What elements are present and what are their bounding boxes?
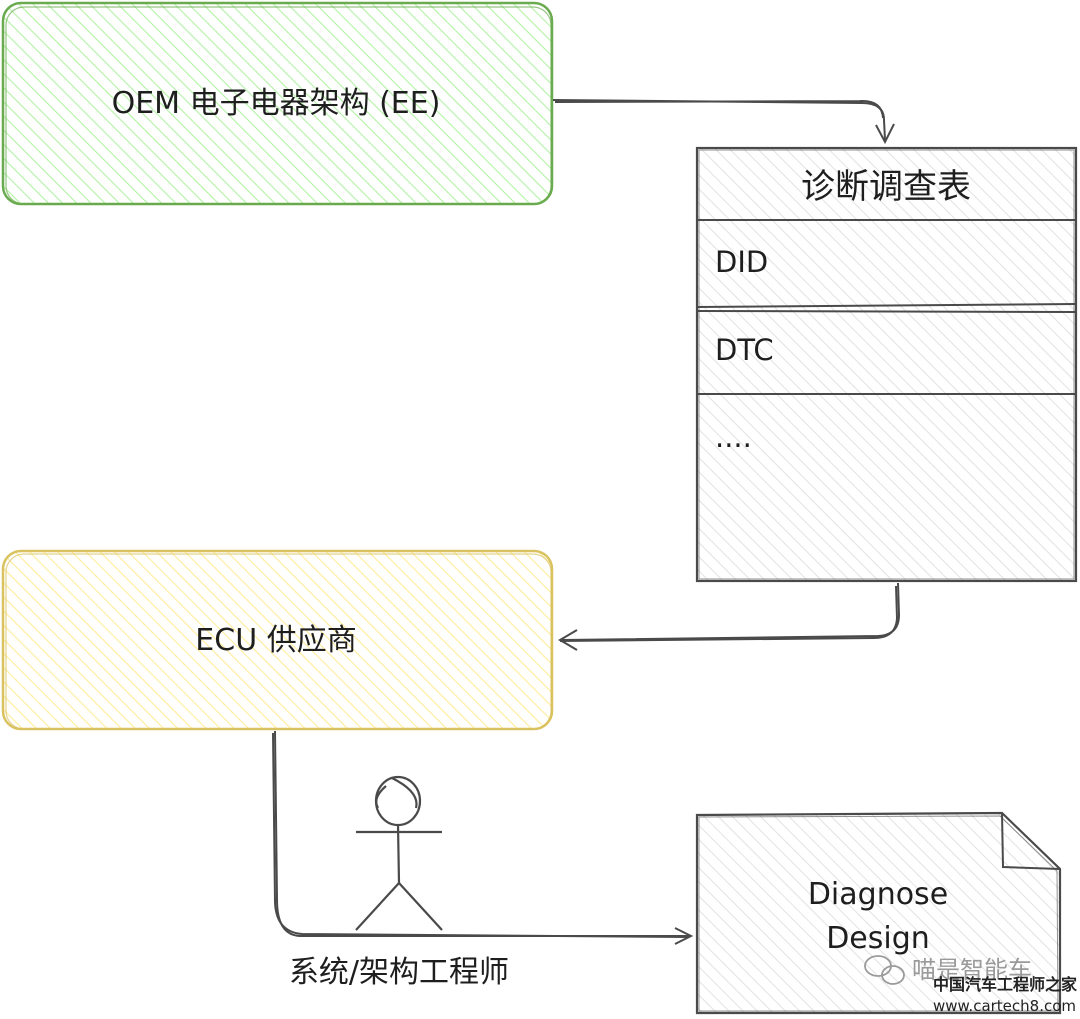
arrow-ecu-to-doc — [272, 730, 694, 945]
arrow-oem-to-table — [552, 99, 895, 145]
diag-table-row[interactable]: DID — [715, 245, 768, 279]
doc-label-line2: Design — [826, 921, 930, 956]
ecu-supplier-label: ECU 供应商 — [195, 623, 356, 658]
diagnose-design-doc[interactable]: Diagnose Design — [695, 811, 1062, 1015]
watermark-site-url: www.cartech8.com — [933, 997, 1076, 1015]
watermark-site-cn: 中国汽车工程师之家 — [933, 975, 1078, 994]
doc-label-line1: Diagnose — [808, 877, 948, 912]
watermark: 喵是智能车 中国汽车工程师之家 www.cartech8.com — [864, 955, 1078, 1015]
wechat-icon — [864, 955, 905, 985]
ecu-supplier-box[interactable]: ECU 供应商 — [1, 549, 554, 731]
table-row-divider — [696, 303, 1077, 308]
arrow-table-to-ecu — [558, 582, 901, 651]
oem-ee-box[interactable]: OEM 电子电器架构 (EE) — [1, 1, 554, 206]
oem-ee-label: OEM 电子电器架构 (EE) — [112, 86, 441, 121]
engineer-label: 系统/架构工程师 — [289, 955, 509, 990]
watermark-account: 喵是智能车 — [912, 956, 1032, 984]
table-row-divider — [696, 310, 1077, 313]
engineer-head-icon — [374, 775, 422, 827]
engineer-figure — [355, 775, 443, 931]
diag-table-title: 诊断调查表 — [801, 167, 971, 207]
diag-table-row[interactable]: .... — [715, 420, 752, 454]
diag-table[interactable]: 诊断调查表 DID DTC .... — [695, 146, 1078, 583]
diag-table-row[interactable]: DTC — [715, 333, 774, 367]
